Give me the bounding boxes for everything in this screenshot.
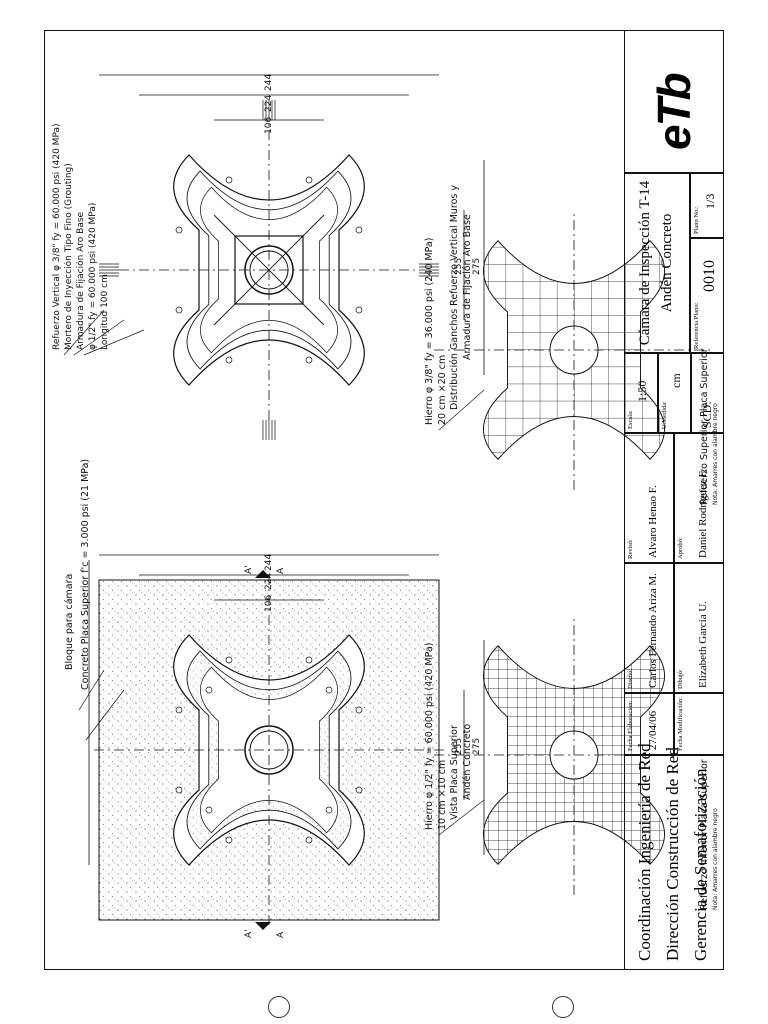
tr-dim-106: 106: [264, 116, 274, 134]
dibujo-label: Dibujó:: [677, 669, 684, 689]
title-block: Coordinación Ingeniería de Red Dirección…: [624, 30, 724, 970]
tr-callout-4: φ 1/2" fy = 60.000 psi (420 MPa): [88, 202, 98, 350]
plan-title-1: Cámara de Inspección T-14: [637, 180, 653, 346]
umedida-cell: U.Medida: cm: [658, 353, 691, 433]
tr-callout-5: Longitud 100 cm: [100, 274, 110, 350]
etb-logo: eTb: [648, 74, 700, 150]
fecha-mod-cell: Fecha Modificación:: [674, 693, 724, 755]
tr-dim-244: 244: [264, 73, 274, 91]
tl-section-a1: A': [244, 929, 254, 938]
tr-subtitle: Armadura de Fijación Aro Base: [462, 214, 473, 360]
aprobo-label: Aprobó:: [677, 537, 684, 559]
br-callout-1: Hierro φ 3/8" fy = 36.000 psi (240 MPa): [424, 237, 435, 425]
drawing-views: [63, 74, 714, 930]
tr-dim-275: 275: [472, 257, 482, 275]
tl-section-a3: A: [276, 931, 286, 938]
tl-callout-2: Concreto Placa Superior f'c = 3.000 psi …: [80, 458, 91, 690]
reviso-cell: Revisó: Alvaro Henao F.: [624, 433, 674, 563]
plano-label: Plano No.:: [693, 206, 700, 234]
tl-dim-244: 244: [264, 553, 274, 571]
tr-callout-3: Armadura de Fijación Aro Base: [76, 211, 86, 350]
plano-cell: Plano No.: 1/3: [690, 173, 724, 238]
fecha-elab-value: 27/04/06: [647, 710, 659, 750]
tl-dim-275: 275: [472, 737, 482, 755]
org-line3: Gerencia de Semaforización: [691, 768, 710, 961]
tl-dim-224: 224: [264, 572, 274, 590]
aprobo-cell: Aprobó: Daniel Rodríguez F.: [674, 433, 724, 563]
scd-label: SCD:: [700, 401, 714, 428]
umedida-label: U.Medida:: [661, 401, 668, 429]
tr-title: Distribución Ganchos Refuerzo Vertical M…: [449, 184, 460, 410]
org-cell: Coordinación Ingeniería de Red Dirección…: [624, 743, 724, 970]
scd-cell: SCD:: [691, 353, 724, 433]
tr-dim-224: 224: [264, 94, 274, 112]
diseno-cell: Diseñó: Carlos Fernando Ariza M.: [624, 563, 674, 693]
tl-section-a2: A': [244, 565, 254, 574]
title-cell: Cámara de Inspección T-14 Andén Concreto: [624, 173, 690, 353]
tl-dim-106: 106: [264, 594, 274, 612]
plan-title-2: Andén Concreto: [659, 213, 675, 313]
bl-callout-2: 10 cm ×10 cm: [437, 759, 448, 830]
aprobo-value: Daniel Rodríguez F.: [697, 469, 709, 558]
br-callout-2: 20 cm ×20 cm: [437, 354, 448, 425]
fecha-elab-label: Fecha Elaboración:: [627, 700, 634, 751]
tr-callout-2: Mortero de Inyección Tipo Fino (Grouting…: [64, 163, 74, 350]
fecha-elab-cell: Fecha Elaboración: 27/04/06: [624, 693, 674, 755]
reviso-label: Revisó:: [627, 539, 634, 559]
org-line2: Dirección Construcción de Red: [663, 747, 682, 961]
tl-callout-1: Bloque para cámara: [64, 573, 75, 670]
rotated-drawing: Bloque para cámara Concreto Placa Superi…: [44, 30, 724, 970]
umedida-value: cm: [669, 373, 683, 388]
tr-dim-255: 255: [454, 257, 464, 275]
tl-dim-255: 255: [454, 737, 464, 755]
ref-label: Referencia Plano:: [693, 302, 700, 349]
escala-value: 1:50: [635, 380, 649, 402]
tl-subtitle: Andén Concreto: [462, 723, 473, 800]
escala-cell: Escala: 1:50: [624, 353, 658, 433]
tl-section-a4: A: [276, 567, 286, 574]
logo-cell: eTb: [624, 30, 724, 173]
binder-hole-1: [268, 996, 290, 1018]
fecha-mod-label: Fecha Modificación:: [677, 697, 684, 751]
escala-label: Escala:: [627, 410, 634, 429]
dibujo-cell: Dibujó: Elizabeth García U.: [674, 563, 724, 693]
org-line1: Coordinación Ingeniería de Red: [635, 743, 654, 961]
diseno-value: Carlos Fernando Ariza M.: [647, 573, 659, 688]
plano-value: 1/3: [703, 193, 717, 209]
ref-cell: Referencia Plano: 0010: [690, 238, 724, 353]
dibujo-value: Elizabeth García U.: [697, 600, 709, 688]
bl-callout-1: Hierro φ 1/2" fy = 60.000 psi (420 MPa): [424, 642, 435, 830]
reviso-value: Alvaro Henao F.: [647, 485, 659, 558]
ref-value: 0010: [701, 260, 718, 292]
binder-hole-2: [552, 996, 574, 1018]
tr-callout-1: Refuerzo Vertical φ 3/8" fy = 60.000 psi…: [52, 123, 62, 351]
diseno-label: Diseñó:: [627, 668, 634, 689]
